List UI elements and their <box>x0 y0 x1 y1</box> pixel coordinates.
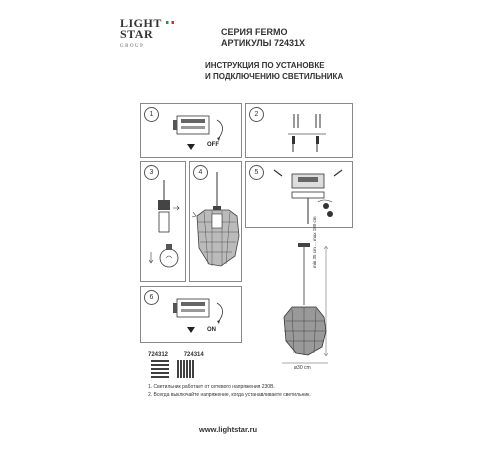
step-5-panel: 5 <box>245 161 353 228</box>
series-block: СЕРИЯ FERMO АРТИКУЛЫ 72431X <box>221 27 305 49</box>
logo-line3: GROUP <box>120 44 145 49</box>
qr-code-icon <box>177 360 195 378</box>
shade-assembly-icon <box>192 172 240 267</box>
off-label: OFF <box>207 142 219 148</box>
step-2-panel: 2 <box>245 103 353 158</box>
logo-line2: STAR <box>120 27 154 41</box>
lightstar-logo: LIGHT STAR GROUP <box>120 16 178 52</box>
step-1-panel: 1 OFF <box>140 103 242 158</box>
ceiling-mount-icon <box>273 169 343 224</box>
instruction-title: ИНСТРУКЦИЯ ПО УСТАНОВКЕ И ПОДКЛЮЧЕНИЮ СВ… <box>205 60 343 82</box>
logo-line1: LIGHT <box>120 16 162 30</box>
lamp-holder-icon <box>148 180 180 268</box>
series-name: СЕРИЯ FERMO <box>221 27 288 37</box>
wires-icon <box>288 114 326 152</box>
step-2-number: 2 <box>249 107 264 122</box>
footer-url[interactable]: www.lightstar.ru <box>199 425 258 434</box>
step-3-number: 3 <box>144 165 159 180</box>
step-5-number: 5 <box>249 165 264 180</box>
step-6-number: 6 <box>144 290 159 305</box>
title-line2: И ПОДКЛЮЧЕНИЮ СВЕТИЛЬНИКА <box>205 72 344 81</box>
on-label: ON <box>207 327 216 333</box>
height-dimension: min 35 cm ... max 180 cm <box>312 216 317 268</box>
step-4-number: 4 <box>193 165 208 180</box>
step-1-number: 1 <box>144 107 159 122</box>
qr-code-icon <box>151 360 169 378</box>
note-2: 2. Всегда выключайте напряжение, когда у… <box>148 392 311 398</box>
step-6-panel: 6 ON <box>140 286 242 343</box>
flag-icon <box>166 21 174 24</box>
title-line1: ИНСТРУКЦИЯ ПО УСТАНОВКЕ <box>205 61 325 70</box>
note-1: 1. Светильник работает от сетевого напря… <box>148 384 275 390</box>
article-code-1: 724312 <box>148 352 169 358</box>
pendant-dimension-drawing <box>282 243 329 364</box>
switch-on-icon <box>173 298 223 333</box>
step-4-panel: 4 <box>189 161 242 282</box>
switch-off-icon <box>173 115 223 150</box>
step-3-panel: 3 <box>140 161 186 282</box>
article-codes: 724312 724314 <box>148 352 218 358</box>
article-code-2: 724314 <box>183 352 204 358</box>
diameter-dimension: ø30 cm <box>294 365 311 371</box>
articles: АРТИКУЛЫ 72431X <box>221 38 305 48</box>
notes: 1. Светильник работает от сетевого напря… <box>148 383 311 399</box>
